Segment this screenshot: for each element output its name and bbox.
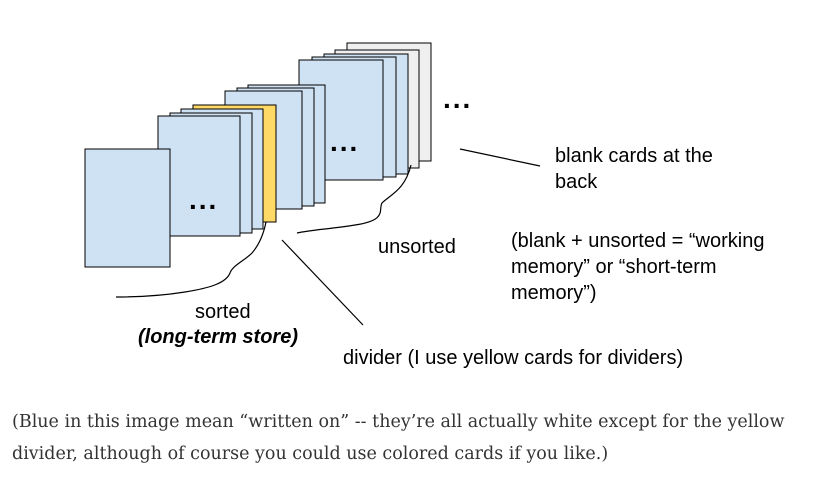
sorted-card (84, 148, 171, 268)
divider-label: divider (I use yellow cards for dividers… (343, 347, 683, 369)
divider-pointer-line (281, 239, 364, 326)
long-term-store-label: (long-term store) (138, 326, 298, 348)
sorted-card (157, 115, 241, 237)
card-stack-diagram: ... ... ... blank cards at the back unso… (84, 42, 764, 369)
working-memory-label-line3: memory”) (511, 282, 597, 304)
unsorted-label: unsorted (378, 236, 456, 258)
blank-cards-pointer-line (459, 148, 541, 167)
blank-cards-label-line1: blank cards at the (555, 145, 713, 167)
figure-caption: (Blue in this image mean “written on” --… (12, 412, 785, 464)
ellipsis-blank: ... (443, 83, 472, 114)
sorted-label: sorted (195, 301, 251, 323)
ellipsis-sorted: ... (189, 184, 218, 215)
working-memory-label-line2: memory” or “short-term (511, 256, 717, 278)
sorted-brace (115, 221, 267, 298)
unsorted-brace (296, 164, 412, 234)
ellipsis-unsorted: ... (330, 126, 359, 157)
working-memory-label-line1: (blank + unsorted = “working (511, 230, 764, 252)
blank-cards-label-line2: back (555, 171, 598, 193)
sorted-cards-group (84, 108, 264, 268)
